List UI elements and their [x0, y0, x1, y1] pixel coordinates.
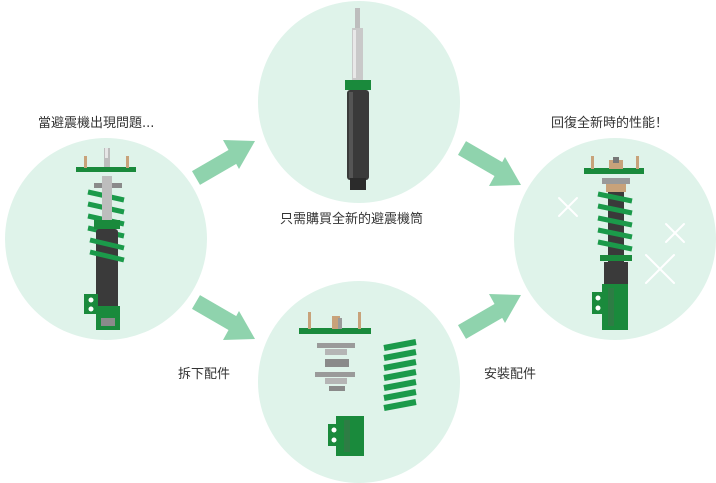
- label-install-parts: 安裝配件: [484, 367, 537, 382]
- restored-spring: [597, 191, 633, 252]
- loose-spring: [383, 339, 417, 411]
- arrow-to-parts: [191, 295, 255, 340]
- new-cylinder: [345, 8, 371, 190]
- arrow-to-new-cylinder: [191, 140, 255, 185]
- label-restored: 回復全新時的性能！: [551, 116, 669, 131]
- label-remove-parts: 拆下配件: [178, 367, 231, 382]
- arrow-from-new-cylinder: [457, 141, 521, 186]
- arrow-from-parts: [457, 294, 521, 339]
- label-buy-cylinder: 只需購買全新的避震機筒: [280, 212, 424, 227]
- label-problem: 當避震機出現問題...: [38, 116, 155, 131]
- sparkle-icon: [558, 197, 685, 284]
- removed-parts: [299, 312, 417, 456]
- restored-shock-absorber: [584, 156, 644, 330]
- old-shock-absorber: [76, 148, 136, 330]
